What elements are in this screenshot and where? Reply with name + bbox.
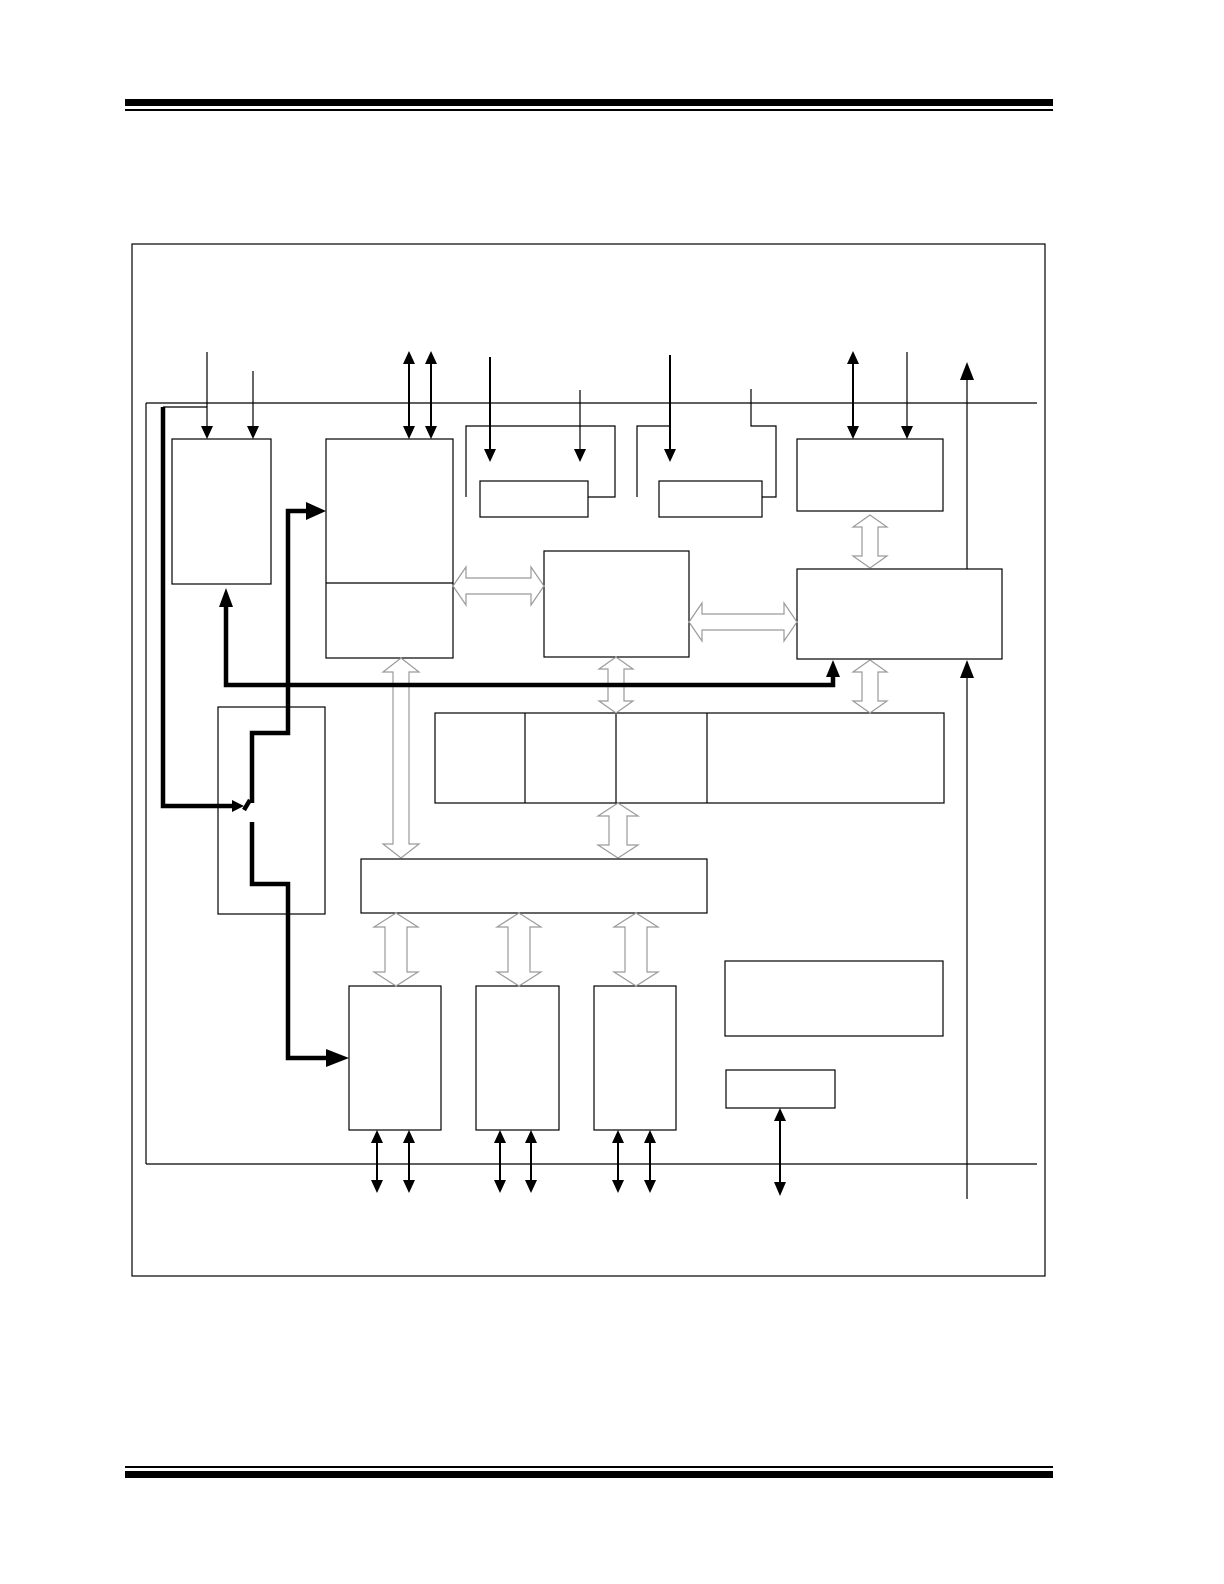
block-port-2 — [475, 985, 560, 1131]
bus-arrow-controller-down — [851, 659, 889, 714]
signal-lines-medium — [376, 355, 854, 1182]
block-processor — [543, 550, 690, 658]
bus-arrow-port-1 — [371, 912, 421, 987]
header-rule — [125, 99, 1053, 111]
bus-arrow-processor-controller — [688, 601, 798, 643]
arrowheads — [201, 351, 974, 1196]
block-peripheral-row — [434, 712, 945, 804]
device-boundary — [145, 402, 1037, 1165]
bus-arrow-memory-processor — [452, 565, 545, 607]
block-group-2 — [636, 389, 777, 518]
block-left-top — [171, 438, 272, 585]
block-controller — [796, 568, 1003, 660]
figure-frame — [131, 243, 1046, 1277]
block-right-small — [725, 1069, 836, 1109]
control-lines — [160, 407, 836, 1061]
footer-rule — [125, 1466, 1053, 1478]
block-memory — [325, 438, 454, 659]
bus-arrows — [371, 514, 889, 987]
bus-arrow-peripheral-bus — [595, 802, 641, 859]
bus-arrow-port-2 — [494, 912, 544, 987]
block-port-3 — [593, 985, 677, 1131]
bus-arrow-top-right — [851, 514, 889, 569]
bus-arrow-port-3 — [611, 912, 661, 987]
block-group-1 — [465, 425, 616, 518]
block-top-right — [796, 438, 944, 512]
block-switch-matrix — [217, 706, 326, 915]
signal-lines — [163, 352, 968, 1199]
block-right-mid — [724, 960, 944, 1037]
bus-arrow-memory-down — [381, 657, 421, 859]
block-port-1 — [348, 985, 442, 1131]
block-bus — [360, 858, 708, 914]
